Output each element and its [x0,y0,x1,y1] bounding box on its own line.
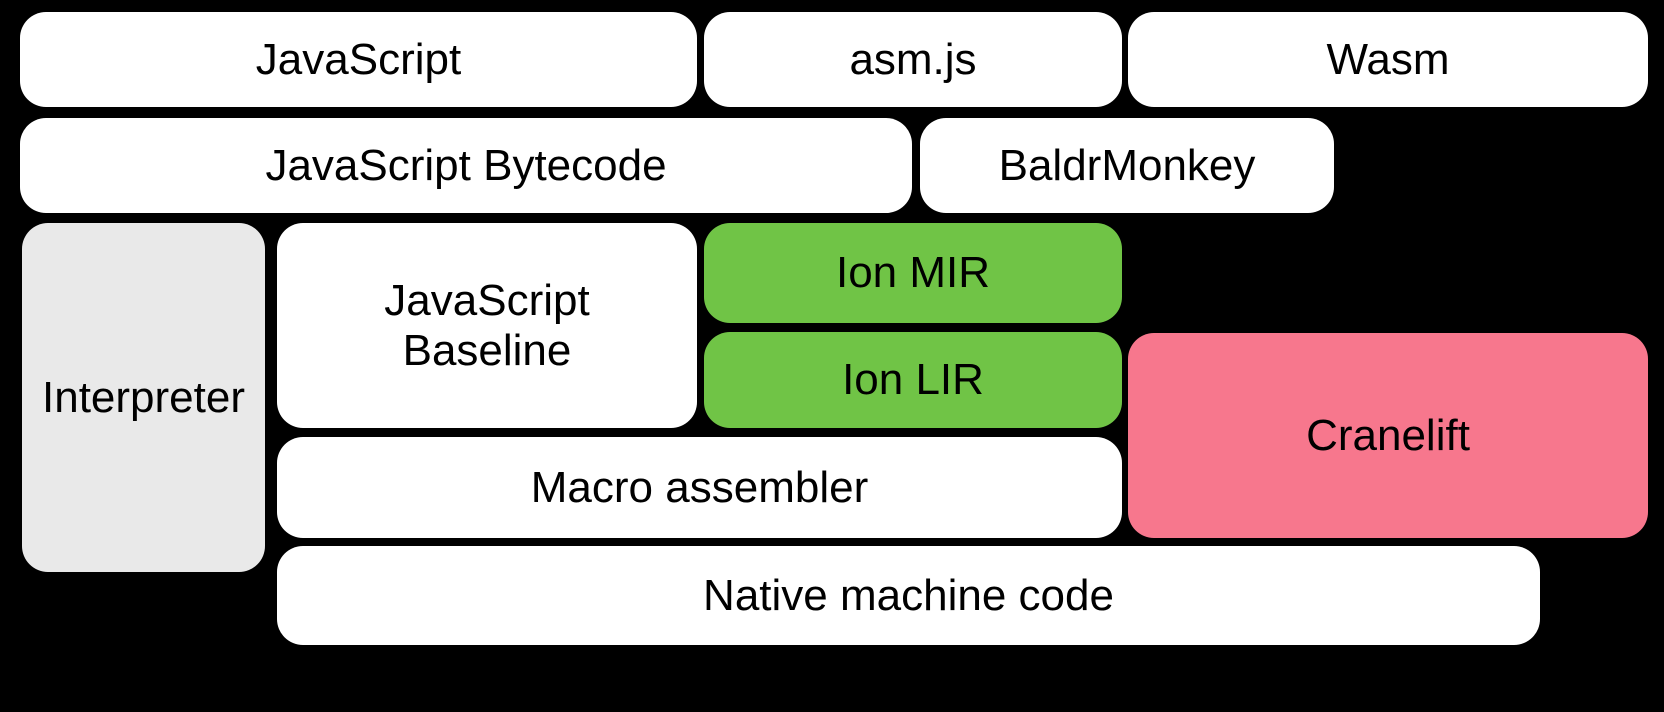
diagram-node-label: Cranelift [1306,410,1470,460]
diagram-node-asmjs[interactable]: asm.js [704,12,1122,107]
diagram-node-wasm[interactable]: Wasm [1128,12,1648,107]
diagram-node-label: Interpreter [42,372,245,422]
diagram-node-label: BaldrMonkey [998,140,1256,190]
diagram-node-label: Macro assembler [530,462,869,512]
diagram-node-label: JavaScript [255,34,462,84]
diagram-node-label: Native machine code [703,570,1114,620]
diagram-node-javascript-baseline[interactable]: JavaScript Baseline [277,223,697,428]
diagram-node-cranelift[interactable]: Cranelift [1128,333,1648,538]
diagram-node-ion-mir[interactable]: Ion MIR [704,223,1122,323]
diagram-node-native-machine-code[interactable]: Native machine code [277,546,1540,645]
diagram-node-baldrmonkey[interactable]: BaldrMonkey [920,118,1334,213]
diagram-node-label: asm.js [849,34,977,84]
diagram-node-javascript[interactable]: JavaScript [20,12,697,107]
diagram-node-ion-lir[interactable]: Ion LIR [704,332,1122,428]
diagram-node-interpreter[interactable]: Interpreter [22,223,265,572]
diagram-node-label: Ion LIR [842,355,984,405]
diagram-node-label: JavaScript Baseline [384,276,590,375]
diagram-node-label: Wasm [1326,34,1450,84]
diagram-node-label: JavaScript Bytecode [265,140,667,190]
diagram-node-javascript-bytecode[interactable]: JavaScript Bytecode [20,118,912,213]
diagram-node-macro-assembler[interactable]: Macro assembler [277,437,1122,538]
diagram-node-label: Ion MIR [835,248,991,298]
